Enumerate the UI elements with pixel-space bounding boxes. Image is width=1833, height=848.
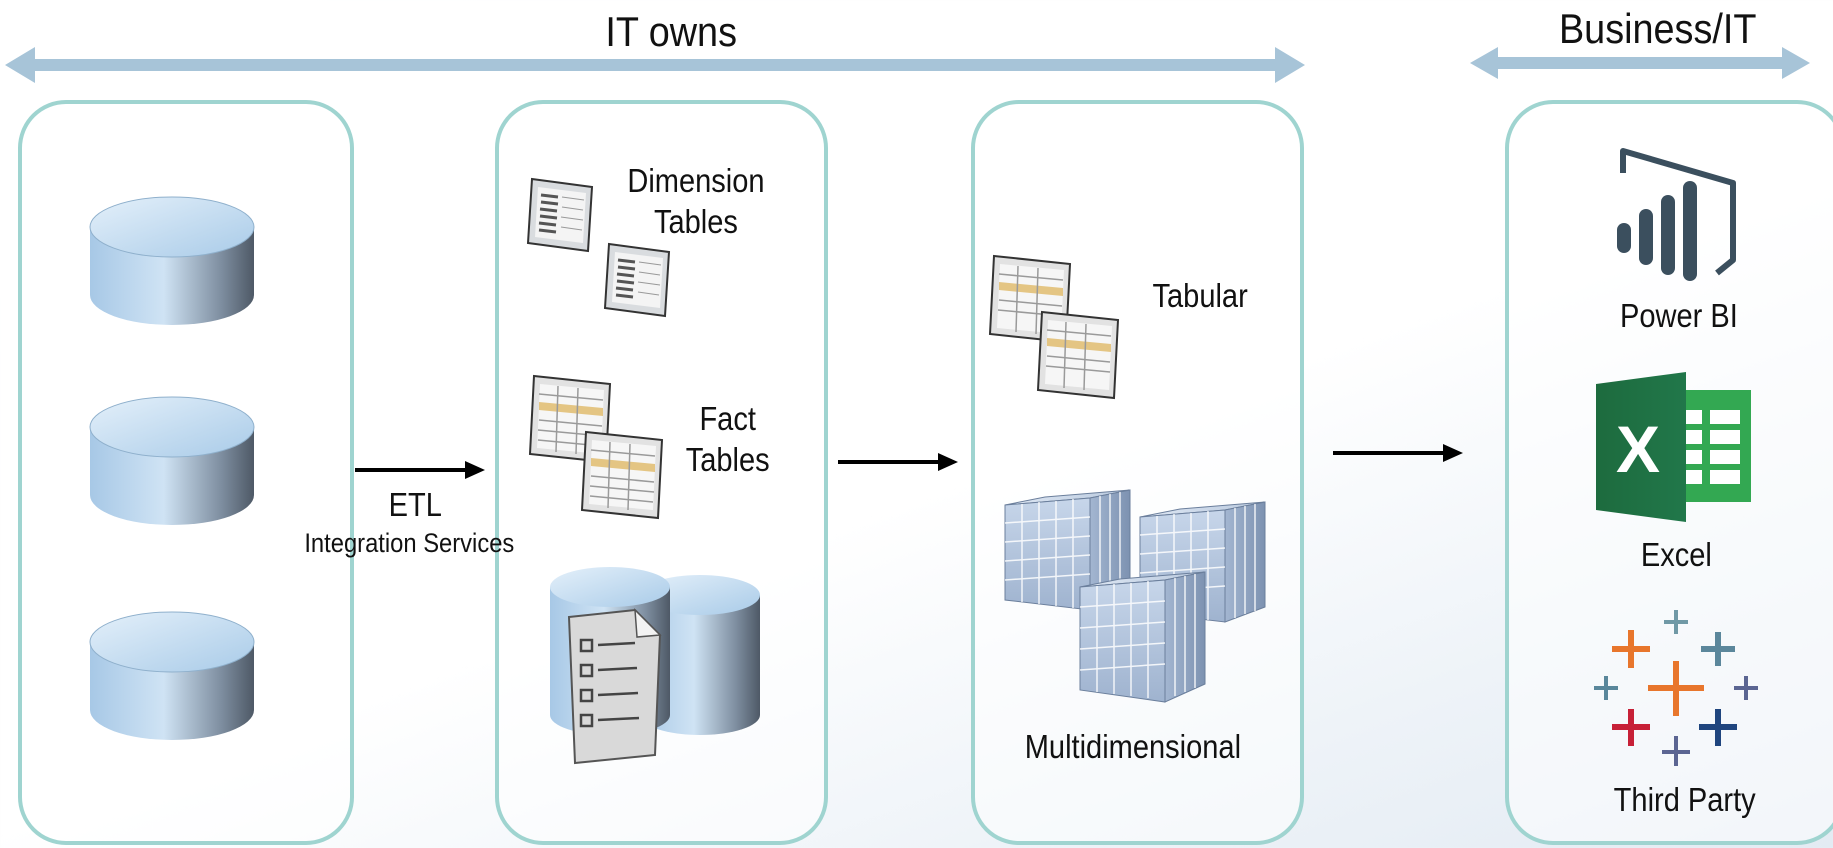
- fact-label-line: Fact: [699, 400, 756, 437]
- it-owns-arrow: [5, 47, 1305, 83]
- tabular-model-icon: [988, 254, 1072, 344]
- excel-label: Excel: [1640, 536, 1712, 573]
- tables-label-line: Tables: [653, 203, 738, 241]
- third-party-tableau-icon: [1594, 610, 1758, 766]
- fact-table-icon: [580, 430, 664, 520]
- dimension-label-line: Dimension: [627, 162, 765, 199]
- dimension-table-icon: [603, 242, 671, 318]
- fact-tables-label: Fact Tables: [686, 398, 770, 481]
- dimension-table-icon: [526, 177, 594, 253]
- etl-label: ETL: [388, 486, 442, 523]
- dimension-tables-label: Dimension Tables: [627, 160, 764, 243]
- it-owns-label: IT owns: [605, 8, 737, 55]
- data-warehouse-database-icon: [550, 567, 760, 765]
- excel-icon: X: [1596, 372, 1751, 522]
- business-it-arrow: [1470, 47, 1810, 79]
- third-party-label: Third Party: [1613, 781, 1756, 818]
- source-database-icon: [89, 611, 255, 740]
- excel-letter: X: [1616, 412, 1660, 486]
- model-to-client-arrow: [1333, 444, 1463, 462]
- multidimensional-label: Multidimensional: [1024, 728, 1242, 765]
- tabular-label: Tabular: [1152, 277, 1248, 314]
- business-it-label: Business/IT: [1558, 5, 1757, 52]
- analysis-models-panel: [971, 100, 1304, 845]
- warehouse-to-model-arrow: [838, 453, 958, 471]
- source-database-icon: [89, 196, 255, 325]
- etl-arrow: [355, 461, 485, 479]
- power-bi-label: Power BI: [1620, 297, 1738, 334]
- tables-label-line: Tables: [685, 441, 770, 479]
- source-database-icon: [89, 396, 255, 525]
- power-bi-icon: [1617, 148, 1736, 281]
- integration-services-label: Integration Services: [304, 528, 515, 558]
- tabular-model-icon: [1036, 310, 1120, 400]
- cube-icon: [1079, 571, 1206, 703]
